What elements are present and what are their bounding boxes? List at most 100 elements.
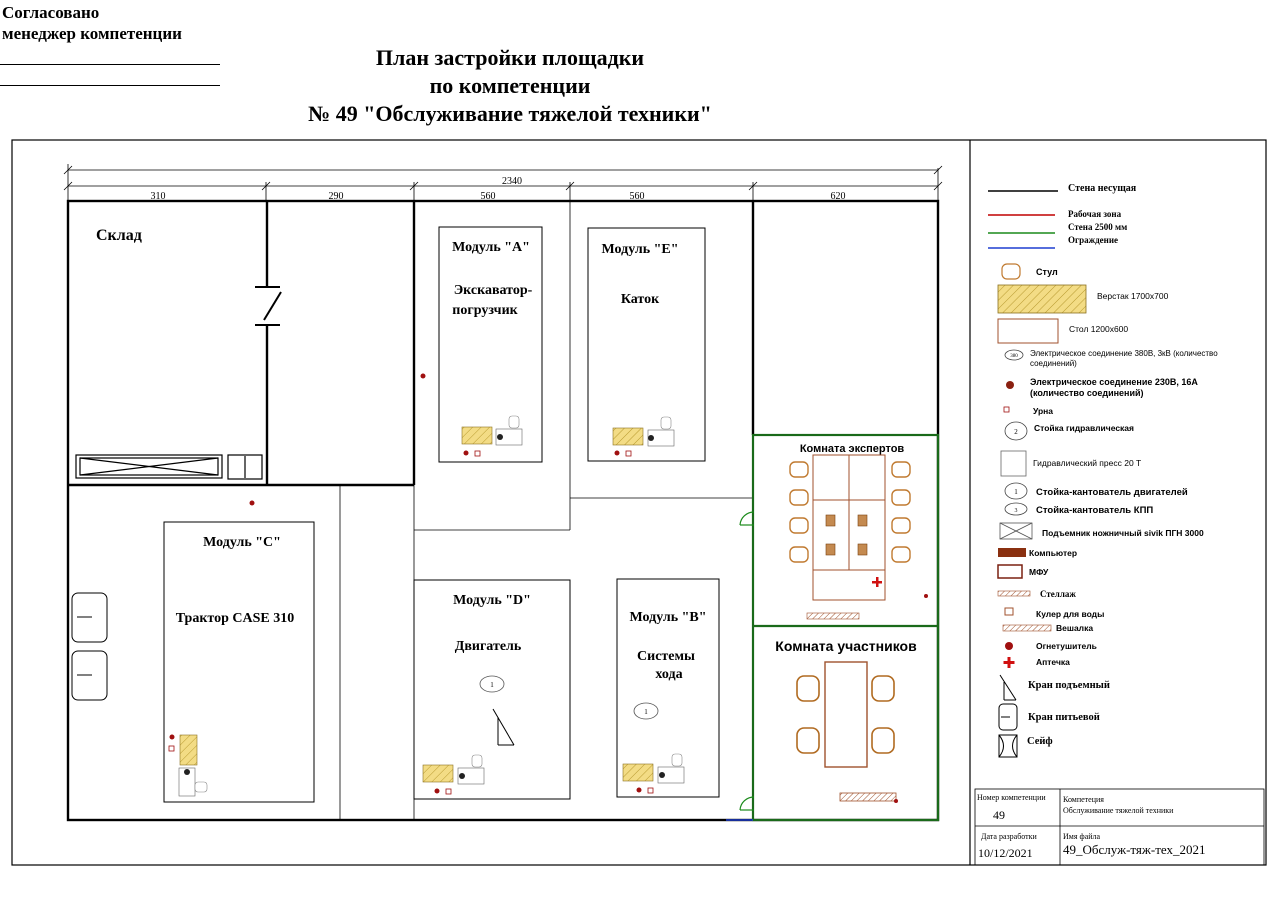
legend-hyd-icon [1004,421,1028,441]
experts-room-label: Комната экспертов [800,443,905,455]
participants-hanger [839,792,897,802]
title-line2: по компетенции [429,73,591,98]
engine-stand-b: 1 [633,702,659,720]
legend-cooler-icon [1004,607,1014,616]
svg-text:Стеллаж: Стеллаж [1040,589,1076,599]
svg-text:1: 1 [490,681,494,689]
svg-text:Стена 2500 мм: Стена 2500 мм [1068,222,1127,232]
drawing-frame [11,139,1267,866]
svg-text:Вешалка: Вешалка [1056,623,1093,633]
participants-room-label: Комната участников [775,638,917,654]
signature-line-2 [0,85,220,86]
legend-labels: Стена несущая Рабочая зона Стена 2500 мм… [1027,183,1204,747]
svg-text:Компьютер: Компьютер [1029,548,1077,558]
partitions [339,201,753,820]
module-boxes [163,226,720,803]
legend-power230-icon [1006,381,1014,389]
first-aid-icon [872,577,882,587]
module-a-line2: погрузчик [452,303,518,318]
scissor-lift [75,454,263,480]
legend-engine-stand-icon [1004,482,1028,500]
module-d-desc: Двигатель [455,639,522,654]
green-walls [751,433,940,822]
title-block-lines [974,788,1265,866]
experts-computers [825,514,868,556]
crane-lift-icon [492,708,515,746]
tb-date-value: 10/12/2021 [978,846,1033,860]
extinguisher-a [420,373,426,379]
svg-text:Кулер для воды: Кулер для воды [1036,609,1104,619]
module-a-title: Модуль "А" [452,240,530,255]
module-c-desc: Трактор CASE 310 [176,611,294,626]
legend-lines [988,190,1058,249]
legend-power380-icon [1004,349,1024,361]
tb-competence-label: Компетеция [1063,795,1104,804]
dim-290: 290 [329,191,344,202]
extinguisher-c [249,500,255,506]
svg-text:Сейф: Сейф [1027,736,1053,747]
dim-560-a: 560 [481,191,496,202]
legend-mfp-icon [997,564,1023,579]
workstation-a [461,415,523,457]
legend-lift-icon [999,522,1033,540]
svg-text:Кран подъемный: Кран подъемный [1028,680,1110,691]
svg-text:3: 3 [1015,508,1018,514]
svg-text:Стена несущая: Стена несущая [1068,183,1137,194]
warehouse-door [255,286,282,326]
module-b-title: Модуль "В" [630,610,707,625]
svg-text:Верстак 1700х700: Верстак 1700х700 [1097,291,1169,301]
legend-table-icon [997,318,1059,344]
module-e-title: Модуль "Е" [602,242,679,257]
legend-first-aid-icon [1003,657,1015,668]
module-e-desc: Каток [621,292,660,307]
signature-line-1 [0,64,220,65]
legend-workbench-icon [997,284,1087,314]
experts-furniture [812,454,886,601]
legend-press-icon [1000,450,1027,477]
svg-text:380: 380 [1010,354,1018,359]
participants-chairs [796,675,895,754]
tb-date-label: Дата разработки [981,832,1037,841]
legend-power380-label: Электрическое соединение 380В, 3кВ (коли… [1030,349,1218,368]
tb-comp-number-label: Номер компетенции [977,793,1046,802]
svg-text:1: 1 [1014,488,1018,496]
warehouse-label: Склад [96,227,142,244]
dimension-lines [63,164,943,200]
tb-comp-number: 49 [993,808,1005,822]
tb-file-value: 49_Обслуж-тяж-тех_2021 [1063,842,1206,857]
legend-rack-icon [997,590,1031,597]
svg-text:2: 2 [1014,428,1018,436]
water-taps [71,592,108,701]
svg-text:Стойка гидравлическая: Стойка гидравлическая [1034,423,1134,433]
dim-620: 620 [831,191,846,202]
experts-extinguisher [924,594,928,598]
workstation-d [422,754,485,795]
dim-560-b: 560 [630,191,645,202]
legend-hanger-icon [1002,624,1052,632]
svg-text:Огнетушитель: Огнетушитель [1036,641,1097,651]
svg-text:Стул: Стул [1036,267,1058,277]
dim-310: 310 [151,191,166,202]
legend-extinguisher-icon [1005,642,1013,650]
module-c-title: Модуль "С" [203,535,281,550]
tb-file-label: Имя файла [1063,832,1101,841]
workstation-b [622,753,685,794]
green-doors [739,511,755,811]
module-d-title: Модуль "D" [453,593,531,608]
approval-line1: Согласовано [2,3,100,22]
svg-text:Урна: Урна [1033,406,1053,416]
svg-text:Стойка-кантователь КПП: Стойка-кантователь КПП [1036,505,1153,516]
legend-chair-icon [1001,263,1021,280]
legend-crane-icon [999,674,1017,701]
module-b-line1: Системы [637,649,695,664]
legend-power230-label: Электрическое соединение 230В, 16А (коли… [1030,377,1198,398]
svg-text:1: 1 [644,708,648,716]
svg-text:Стол 1200х600: Стол 1200х600 [1069,324,1128,334]
legend-water-tap-icon [998,703,1018,731]
module-b-line2: хода [655,667,682,682]
svg-text:Подъемник ножничный sivik ПГН: Подъемник ножничный sivik ПГН 3000 [1042,528,1204,538]
experts-chairs [789,461,911,563]
tb-competence-value: Обслуживание тяжелой техники [1063,806,1174,815]
participants-table [824,661,868,768]
